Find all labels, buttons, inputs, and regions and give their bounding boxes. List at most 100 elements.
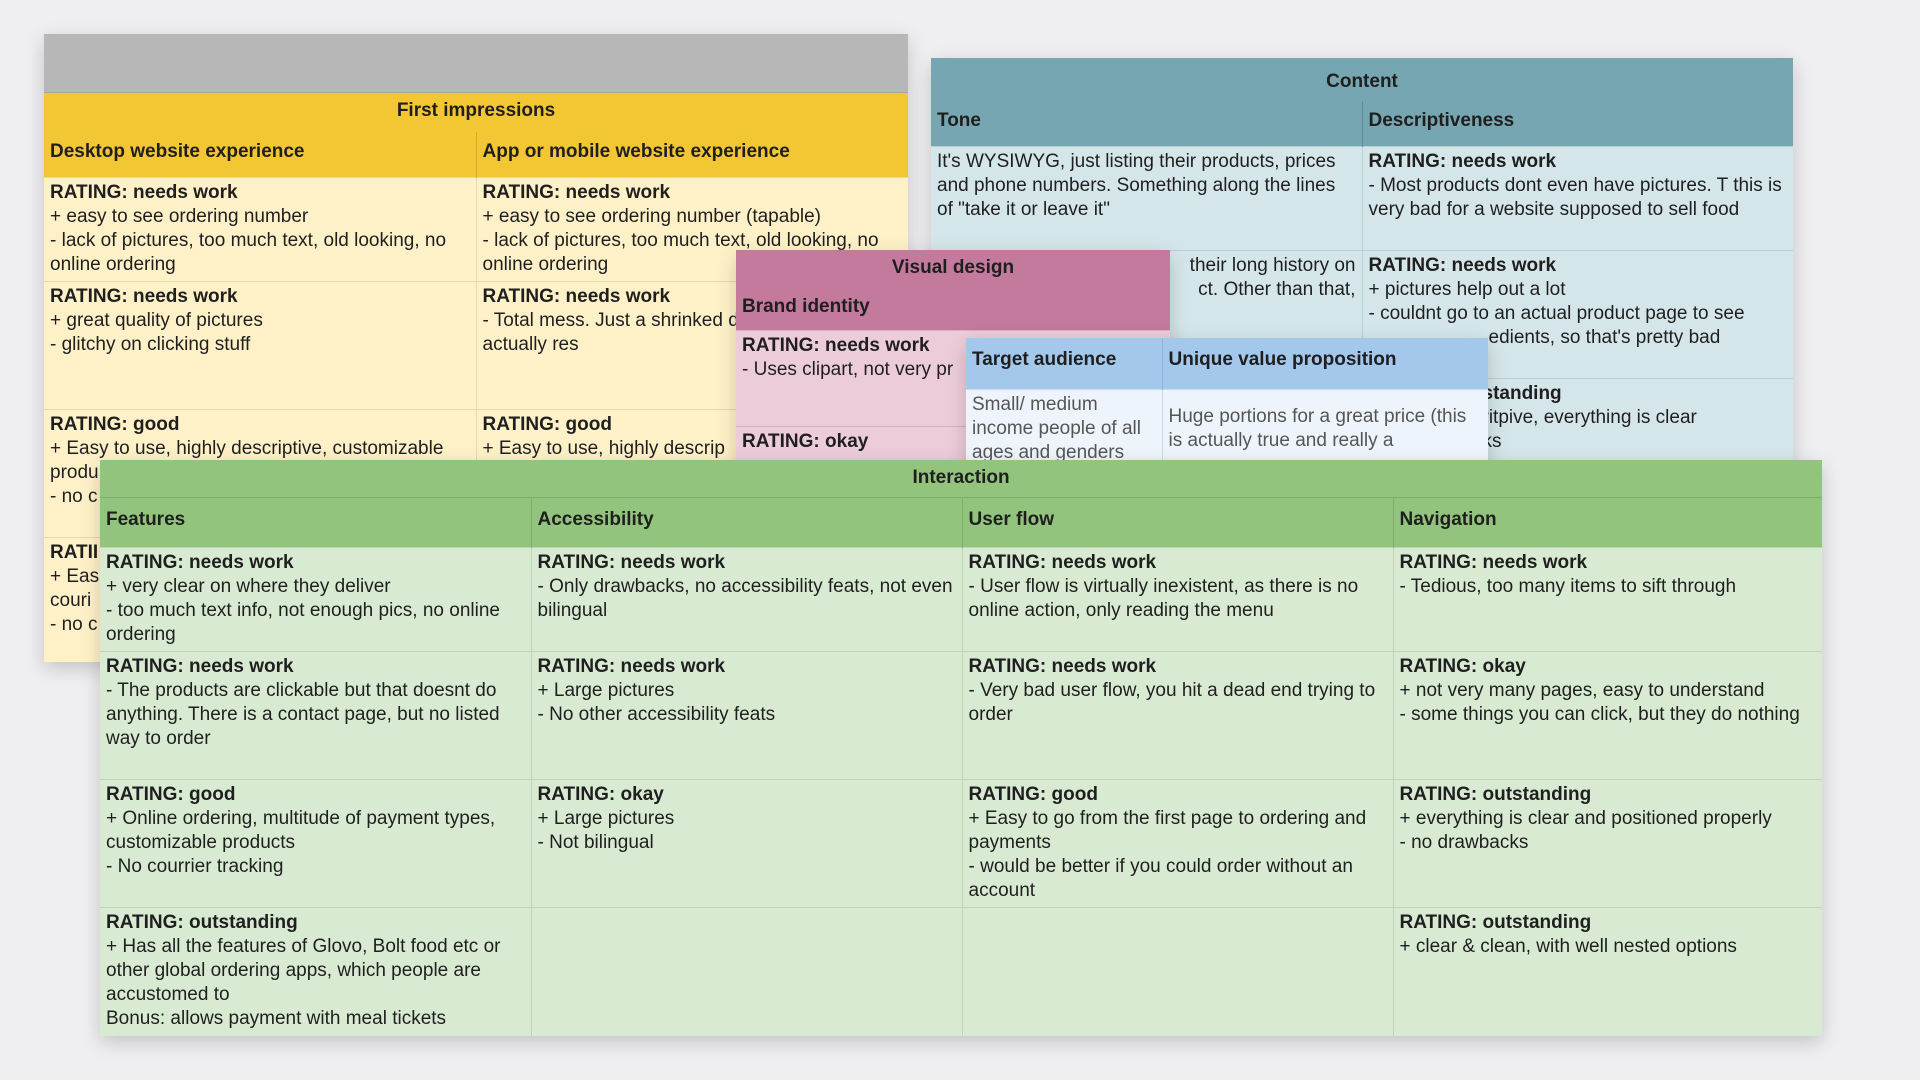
rating-label: RATING: needs work	[537, 552, 726, 573]
cell-line: + Large pictures	[537, 808, 675, 829]
column-header[interactable]: Tone	[931, 101, 1363, 147]
column-header[interactable]: Target audience	[966, 338, 1163, 390]
cell-line: + very clear on where they deliver	[106, 576, 391, 597]
table-cell[interactable]: RATING: needs work - Only drawbacks, no a…	[531, 547, 963, 652]
interaction-title: Interaction	[100, 460, 1822, 498]
table-cell[interactable]: RATING: okay + Large pictures - Not biling…	[531, 779, 963, 908]
column-header[interactable]: App or mobile website experience	[476, 132, 908, 178]
rating-label: RATING: okay	[537, 784, 664, 805]
rating-label: RATING: okay	[742, 431, 869, 452]
rating-label: RATING: needs work	[742, 335, 930, 356]
cell-line: - Most products dont even have pictures.…	[1368, 175, 1782, 220]
cell-line: - couldnt go to an actual product page t…	[1368, 303, 1745, 324]
rating-label: RATING: outstanding	[106, 912, 298, 933]
table-cell[interactable]: It's WYSIWYG, just listing their product…	[931, 146, 1363, 251]
cell-line: + Has all the features of Glovo, Bolt fo…	[106, 936, 501, 1005]
table-cell[interactable]: RATING: needs work+ Large pictures- No o…	[531, 651, 963, 780]
table-cell[interactable]: RATING: good+ Easy to go from the first …	[962, 779, 1394, 908]
cell-line: their long history on	[1189, 255, 1356, 276]
cell-line: - no c	[50, 614, 98, 635]
table-cell[interactable]: RATING: needs work - The products are cli…	[100, 651, 532, 780]
column-header[interactable]: Navigation	[1393, 497, 1822, 548]
rating-label: RATING: okay	[1399, 656, 1526, 677]
table-cell[interactable]: RATING: good+ Online ordering, multitude…	[100, 779, 532, 908]
rating-label: RATING: good	[50, 414, 180, 435]
column-header[interactable]: Accessibility	[531, 497, 963, 548]
rating-label: RATING: good	[482, 414, 612, 435]
rating-label: RATING: needs work	[537, 656, 726, 677]
column-header[interactable]: User flow	[962, 497, 1394, 548]
cell-line: - No other accessibility feats	[537, 704, 776, 725]
cell-line: It's WYSIWYG, just listing their product…	[937, 151, 1336, 220]
rating-label: RATING: outstanding	[1399, 784, 1592, 805]
cell-line: couri	[50, 590, 92, 611]
audience-table: Target audience Unique value proposition…	[966, 338, 1488, 470]
cell-line: Small/ medium income people of all ages …	[972, 394, 1141, 463]
cell-line: ks	[1482, 431, 1502, 452]
column-header[interactable]: Brand identity	[736, 287, 1170, 331]
cell-line: + Eas	[50, 566, 100, 587]
table-cell[interactable]: RATING: needs work - Tedious, too many it…	[1393, 547, 1822, 652]
table-cell[interactable]: RATING: okay+ not very many pages, easy …	[1393, 651, 1822, 780]
rating-label: RATING: needs work	[106, 656, 294, 677]
rating-label: RATING: good	[968, 784, 1098, 805]
cell-line: + pictures help out a lot	[1368, 279, 1566, 300]
cell-line: + Easy to use, highly descrip	[482, 438, 725, 459]
content-title: Content	[931, 58, 1793, 101]
first-impressions-title: First impressions	[44, 93, 908, 132]
interaction-card: Interaction Features Accessibility User …	[100, 460, 1822, 1036]
rating-label: RATING: needs work	[106, 552, 294, 573]
interaction-table: Interaction Features Accessibility User …	[100, 460, 1822, 1036]
table-cell[interactable]: RATING: outstanding + everything is clear…	[1393, 779, 1822, 908]
sheet-header-bar	[44, 34, 908, 93]
cell-line: - lack of pictures, too much text, old l…	[50, 230, 447, 275]
cell-line: ct. Other than that,	[1198, 279, 1356, 300]
rating-label: RATING: needs work	[968, 552, 1157, 573]
cell-line: + everything is clear and positioned pro…	[1399, 808, 1772, 829]
rating-label: RATING: needs work	[482, 286, 671, 307]
table-cell[interactable]: RATING: needs work - Very bad user flow, …	[962, 651, 1394, 780]
rating-label: RATING: needs work	[1368, 255, 1557, 276]
table-cell[interactable]	[531, 907, 963, 1036]
column-header[interactable]: Features	[100, 497, 532, 548]
cell-line: - Not bilingual	[537, 832, 654, 853]
cell-line: - lack of pictures, too much text, old l…	[482, 230, 879, 275]
cell-line: - would be better if you could order wit…	[968, 856, 1353, 901]
rating-label: standing	[1482, 383, 1562, 404]
cell-line: edients, so that's pretty bad	[1488, 327, 1721, 348]
table-cell[interactable]: Huge portions for a great price (this is…	[1162, 389, 1488, 470]
column-header[interactable]: Unique value proposition	[1162, 338, 1488, 390]
table-cell[interactable]: RATING: outstanding + Has all the feature…	[100, 907, 532, 1036]
cell-line: + easy to see ordering number (tapable)	[482, 206, 822, 227]
table-cell[interactable]: RATING: needs work + very clear on where …	[100, 547, 532, 652]
table-cell[interactable]: RATING: needs work+ easy to see ordering…	[44, 177, 477, 282]
rating-label: RATING: needs work	[1399, 552, 1588, 573]
cell-line: - Tedious, too many items to sift throug…	[1399, 576, 1737, 597]
cell-line: - Uses clipart, not very pr	[742, 359, 954, 380]
cell-line: + easy to see ordering number	[50, 206, 309, 227]
table-cell[interactable]: Small/ medium income people of all ages …	[966, 389, 1163, 470]
cell-line: - some things you can click, but they do…	[1399, 704, 1800, 725]
audience-card: Target audience Unique value proposition…	[966, 338, 1488, 470]
cell-line: - Very bad user flow, you hit a dead end…	[968, 680, 1376, 725]
cell-line: + great quality of pictures	[50, 310, 263, 331]
cell-line: - Only drawbacks, no accessibility feats…	[537, 576, 953, 621]
cell-line: - no drawbacks	[1399, 832, 1529, 853]
cell-line: - The products are clickable but that do…	[106, 680, 500, 749]
table-cell[interactable]	[962, 907, 1394, 1036]
rating-label: RATING: needs work	[968, 656, 1157, 677]
table-cell[interactable]: RATING: needs work + great quality of pic…	[44, 281, 477, 410]
rating-label: RATING: needs work	[1368, 151, 1557, 172]
table-cell[interactable]: RATING: outstanding + clear & clean, with…	[1393, 907, 1822, 1036]
rating-label: RATING: needs work	[50, 286, 238, 307]
table-cell[interactable]: RATING: needs work - Most products dont e…	[1362, 146, 1793, 251]
rating-label: RATING: good	[106, 784, 236, 805]
cell-line: Huge portions for a great price (this is…	[1168, 406, 1467, 451]
cell-line: + clear & clean, with well nested option…	[1399, 936, 1737, 957]
cell-line: Bonus: allows payment with meal tickets	[106, 1008, 447, 1029]
rating-label: RATING: outstanding	[1399, 912, 1592, 933]
column-header[interactable]: Desktop website experience	[44, 132, 477, 178]
table-cell[interactable]: RATING: needs work- User flow is virtual…	[962, 547, 1394, 652]
cell-line: - too much text info, not enough pics, n…	[106, 600, 500, 645]
column-header[interactable]: Descriptiveness	[1362, 101, 1793, 147]
